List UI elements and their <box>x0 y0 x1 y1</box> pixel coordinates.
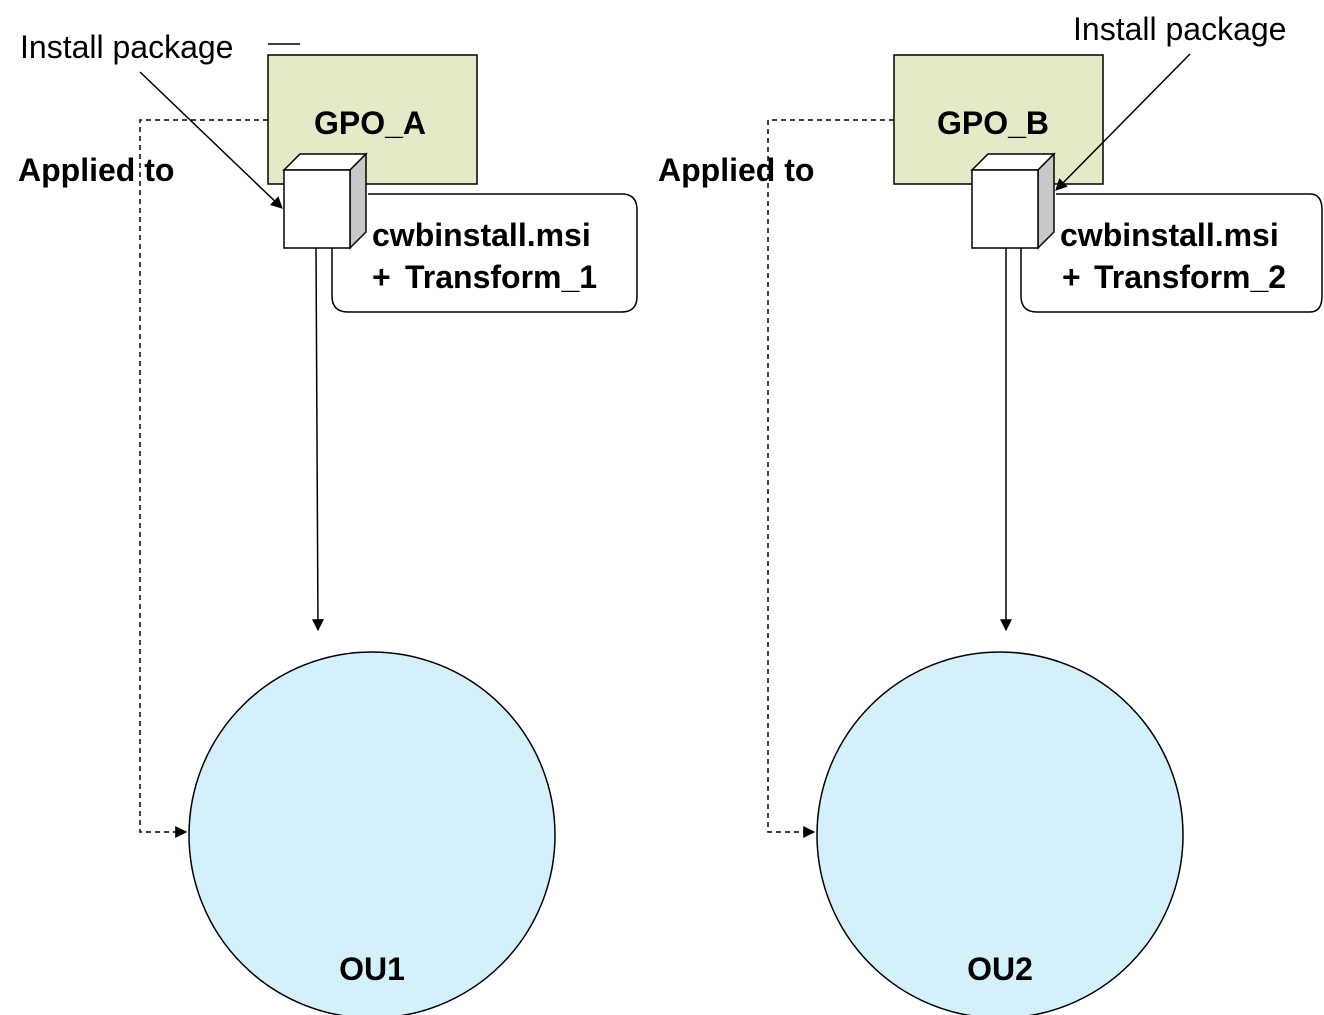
package-callout-left <box>331 193 638 313</box>
ou2-label: OU2 <box>967 951 1033 987</box>
package-cube-right-icon <box>970 152 1056 250</box>
ou1-circle <box>188 651 556 1015</box>
install-package-label-right: Install package <box>1073 11 1286 47</box>
package-cube-left-icon <box>282 152 368 250</box>
install-pointer-left <box>139 71 283 209</box>
right-panel: GPO_B Applied to Install package cwbinst… <box>658 11 1323 1015</box>
install-pointer-right <box>1055 53 1191 191</box>
ou1-label: OU1 <box>339 951 405 987</box>
applied-to-line-right <box>767 119 894 838</box>
transform-1-label: Transform_1 <box>405 259 597 295</box>
install-package-label-left: Install package <box>20 29 233 65</box>
package-callout-right <box>1020 193 1323 313</box>
gpo-a-label: GPO_A <box>314 105 426 141</box>
msi-label-right: cwbinstall.msi <box>1060 217 1279 253</box>
applied-to-label-left: Applied to <box>18 152 174 188</box>
deploy-arrow-left <box>311 247 324 632</box>
left-panel: GPO_A Applied to Install package cwbinst… <box>18 29 638 1015</box>
plus-left: + <box>372 259 391 295</box>
plus-right: + <box>1062 259 1081 295</box>
transform-2-label: Transform_2 <box>1094 259 1286 295</box>
applied-to-label-right: Applied to <box>658 152 814 188</box>
ou2-circle <box>816 651 1184 1015</box>
applied-to-line-left <box>139 119 268 838</box>
msi-label-left: cwbinstall.msi <box>372 217 591 253</box>
gpo-b-label: GPO_B <box>937 105 1049 141</box>
